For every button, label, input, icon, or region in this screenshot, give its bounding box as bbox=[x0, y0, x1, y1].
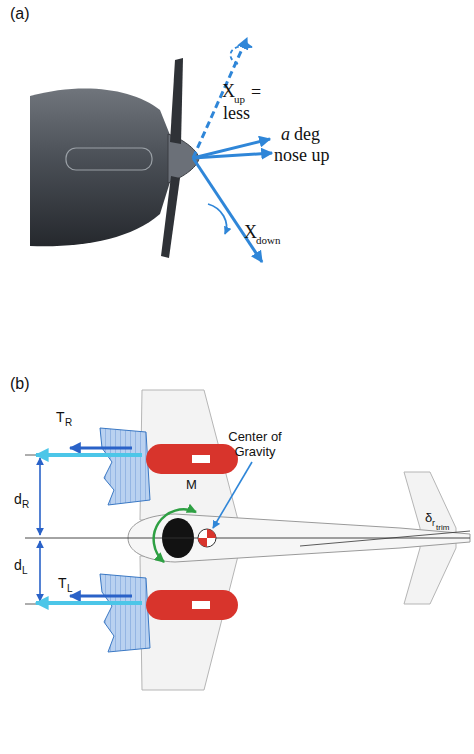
nose-illustration bbox=[30, 58, 199, 258]
yaw-moment-arrow bbox=[154, 509, 196, 562]
distance-symbol: d bbox=[14, 492, 22, 506]
thrust-arrows bbox=[36, 448, 142, 603]
subscript: R bbox=[22, 500, 29, 510]
angle-unit: deg bbox=[294, 125, 320, 143]
subscript: L bbox=[22, 566, 28, 576]
subscript: down bbox=[256, 235, 280, 246]
subscript: r bbox=[432, 519, 435, 528]
vector-note: less bbox=[223, 104, 250, 122]
center-of-gravity-symbol bbox=[198, 462, 252, 547]
aircraft-top-view bbox=[100, 390, 470, 690]
vector-symbol: X bbox=[222, 82, 235, 100]
cg-label: Center of Gravity bbox=[214, 430, 296, 460]
subscript: trim bbox=[436, 524, 449, 532]
angle-symbol: a bbox=[281, 125, 290, 143]
vector-symbol: X bbox=[244, 223, 257, 241]
reference-lines bbox=[25, 455, 470, 604]
rudder-symbol: δ bbox=[425, 511, 432, 524]
distance-symbol: d bbox=[14, 558, 22, 572]
angle-note: nose up bbox=[274, 146, 330, 164]
thrust-symbol: T bbox=[56, 410, 65, 424]
panel-label: (a) bbox=[10, 6, 30, 22]
subscript: L bbox=[67, 584, 73, 594]
moment-symbol: M bbox=[186, 478, 197, 491]
force-vectors bbox=[193, 38, 272, 262]
equals-sign: = bbox=[251, 83, 261, 101]
panel-label: (b) bbox=[10, 376, 30, 392]
thrust-symbol: T bbox=[58, 576, 67, 590]
subscript: R bbox=[65, 418, 72, 428]
